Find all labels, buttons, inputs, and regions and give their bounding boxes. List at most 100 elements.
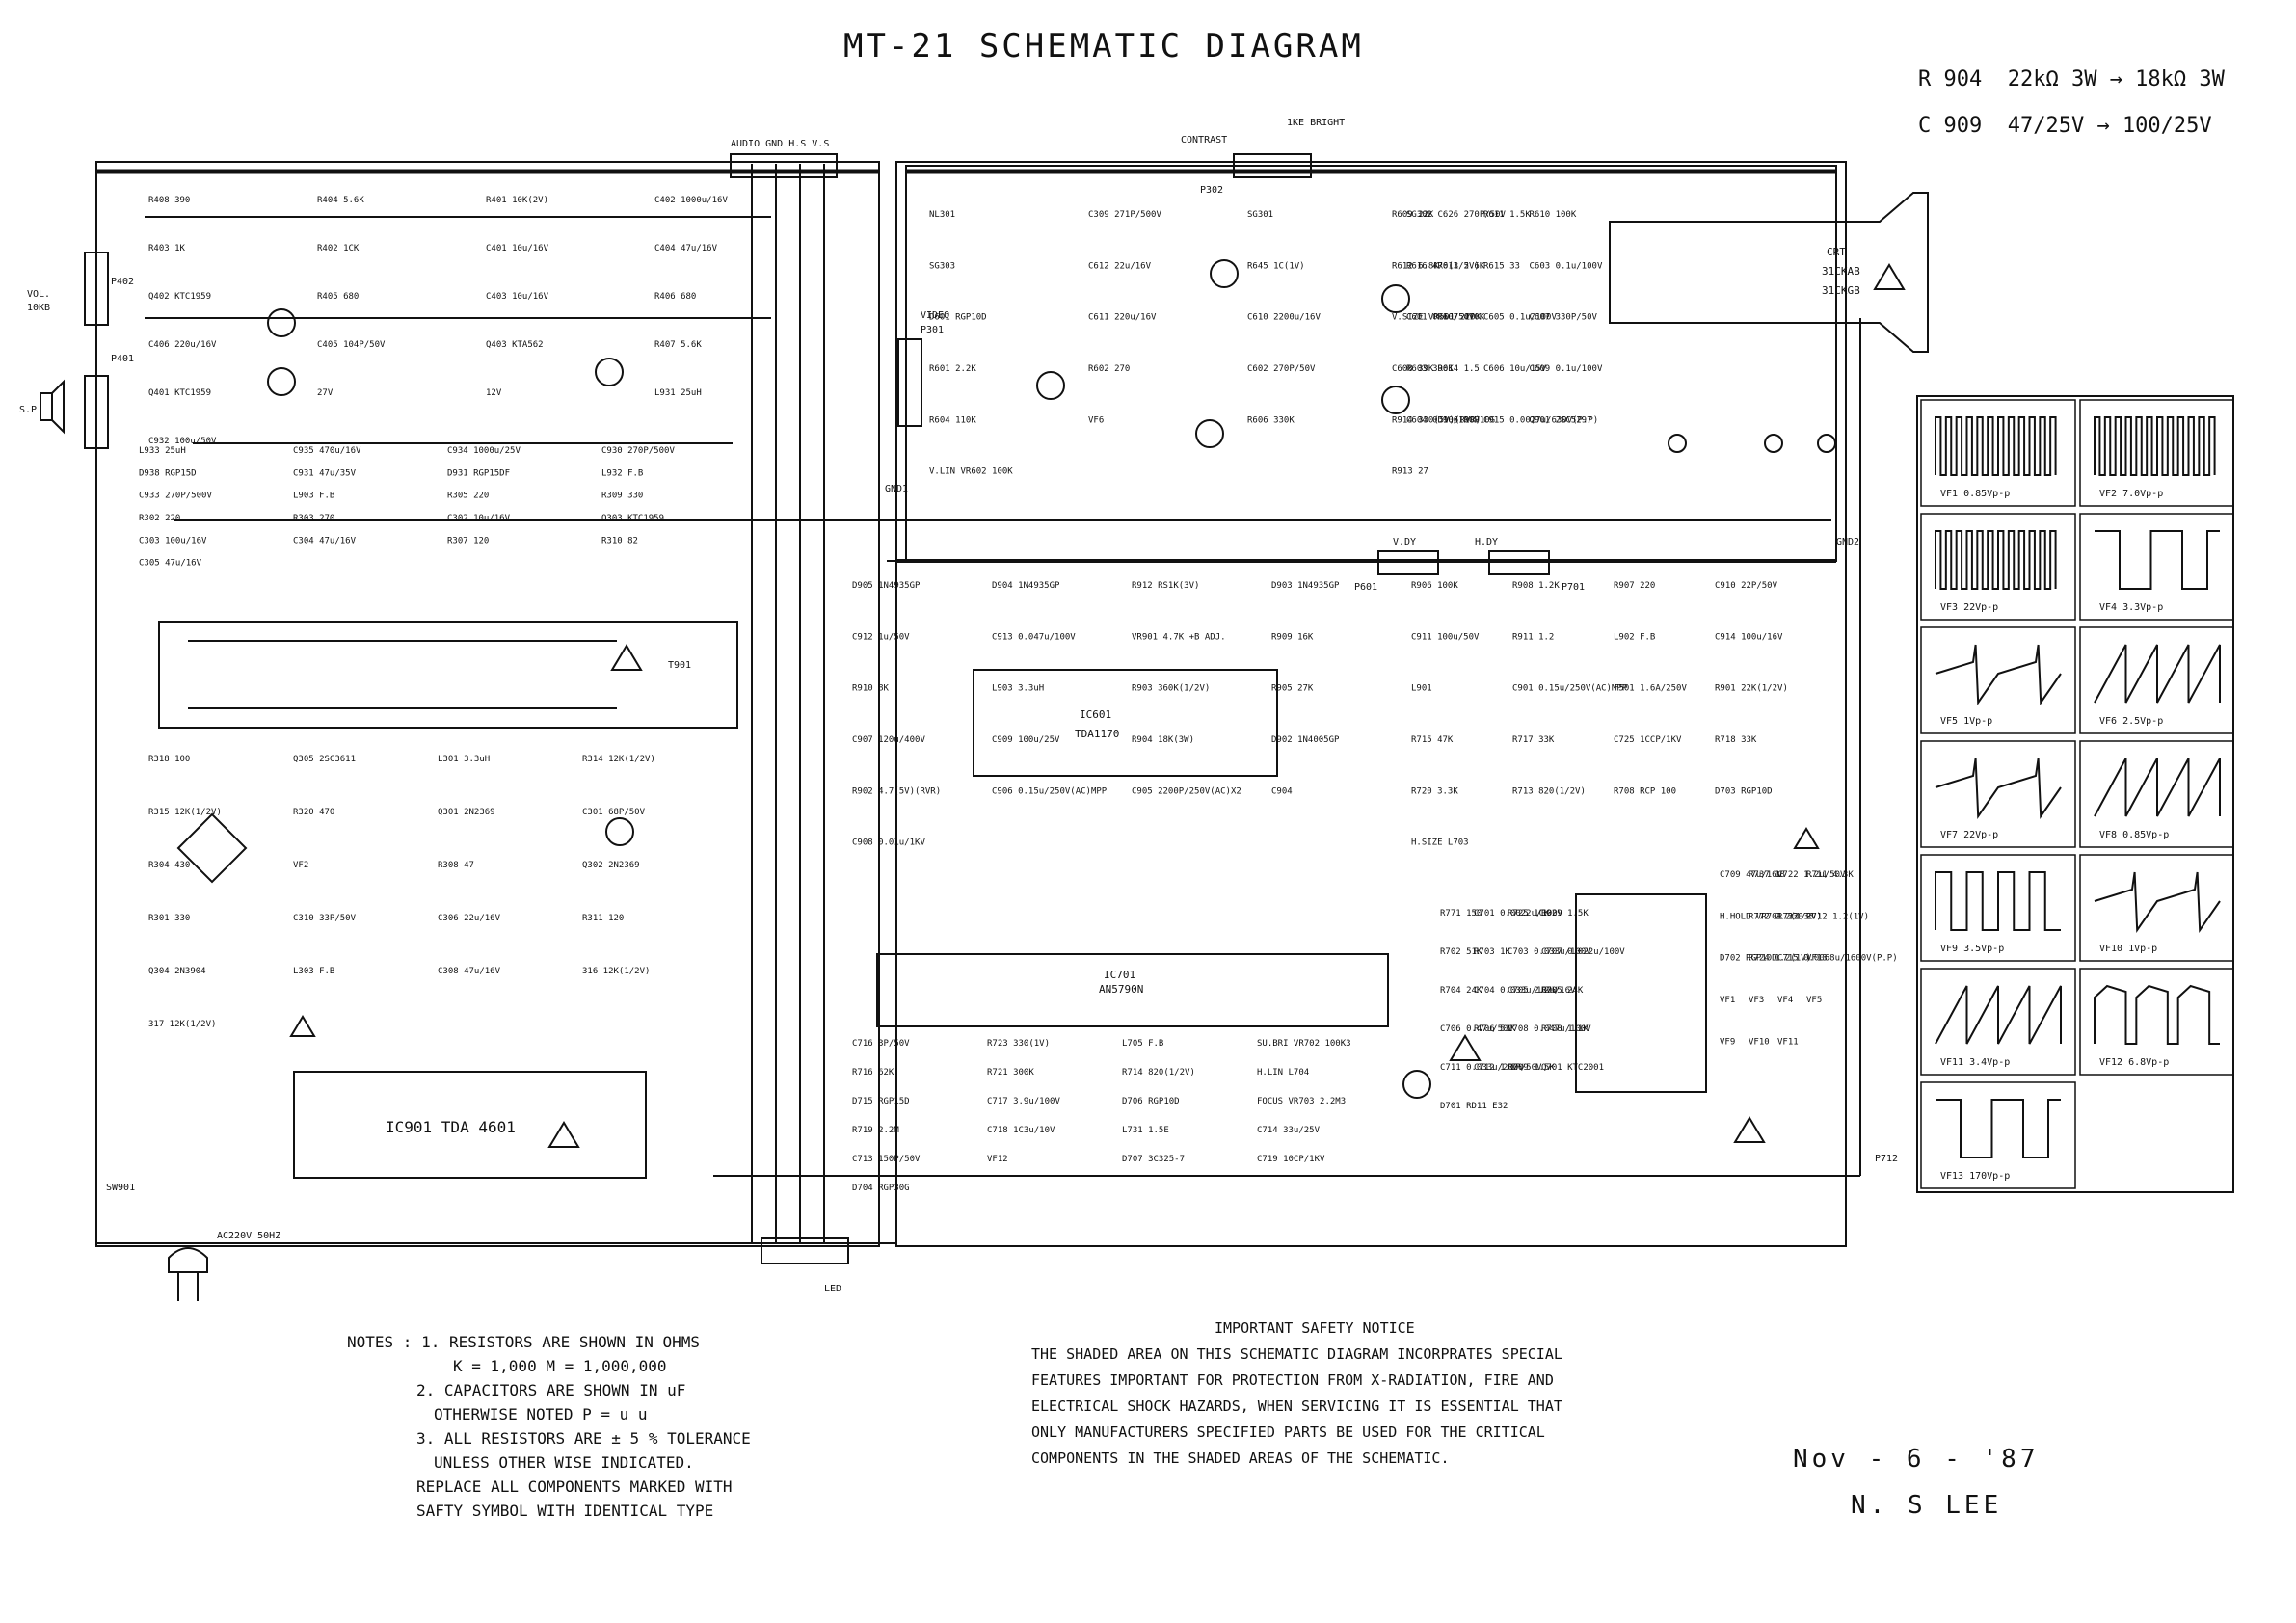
component-label: R719 2.2M [852, 1126, 899, 1135]
ic601-box [973, 669, 1278, 777]
component-label: C604 0.1u/100V [1406, 415, 1480, 425]
component-label: C716 3P/50V [852, 1039, 910, 1049]
component-label: D707 3C325-7 [1122, 1155, 1185, 1164]
component-label: R907 220 [1614, 581, 1655, 591]
waveform-label: VF12 6.8Vp-p [2099, 1057, 2169, 1068]
conn-gnd2-label: GND2 [1836, 537, 1859, 547]
component-label: C935 470u/16V [293, 446, 361, 456]
component-label: C309 271P/500V [1088, 210, 1161, 220]
component-label: C933 270P/500V [139, 492, 212, 501]
component-label: R616 470(1/2V) [1406, 261, 1480, 271]
component-label: R308 47 [438, 861, 474, 870]
component-label: C725 1CCP/1KV [1614, 735, 1682, 745]
waveform-label: VF5 1Vp-p [1940, 716, 1992, 727]
component-label: VF2 [293, 861, 308, 870]
component-label: C603 0.1u/100V [1530, 261, 1603, 271]
component-label: R906 100K [1411, 581, 1458, 591]
component-label: R311 120 [582, 914, 624, 923]
conn-led-label: LED [824, 1284, 841, 1294]
conn-bright-label: 1KE BRIGHT [1287, 118, 1345, 128]
component-label: R406 680 [654, 292, 696, 302]
svg-text:31CKGB: 31CKGB [1822, 284, 1860, 297]
waveform-vf13: VF13 170Vp-p [1920, 1081, 2076, 1189]
component-label: C910 22P/50V [1715, 581, 1778, 591]
component-label: R912 RS1K(3V) [1132, 581, 1199, 591]
component-label: C403 10u/16V [486, 292, 549, 302]
component-label: C626 270P/50V [1438, 210, 1507, 220]
component-label: R610 100K [1530, 210, 1577, 220]
signature-name: N. S LEE [1851, 1491, 2003, 1520]
component-label: C711 0.033u/200V [1440, 1063, 1524, 1073]
component-label: C701 0.0022u/100V [1474, 909, 1563, 918]
component-label: SG302 [1406, 210, 1432, 220]
component-label: R607 470K [1438, 313, 1485, 323]
svg-text:AN5790N: AN5790N [1099, 983, 1143, 996]
component-label: C704 0.033u/100V [1474, 986, 1558, 996]
component-label: L303 F.B [293, 967, 334, 976]
component-label: R302 220 [139, 514, 180, 523]
component-label: L932 F.B [601, 468, 643, 478]
component-label: C304 47u/16V [293, 536, 357, 545]
component-label: SG303 [929, 261, 955, 271]
waveform-label: VF13 170Vp-p [1940, 1171, 2010, 1182]
component-label: H.SIZE L703 [1411, 838, 1469, 848]
component-label: C611 220u/16V [1088, 313, 1157, 323]
ic701-label: IC701 [1104, 969, 1135, 981]
component-label: D715 RGP15D [852, 1097, 910, 1106]
safety-line-5: COMPONENTS IN THE SHADED AREAS OF THE SC… [1031, 1450, 1450, 1467]
safety-notice: IMPORTANT SAFETY NOTICE THE SHADED AREA … [1031, 1316, 1562, 1472]
component-label: C404 47u/16V [654, 244, 718, 253]
component-label: F501 1.6A/250V [1614, 684, 1687, 694]
waveform-label: VF3 22Vp-p [1940, 602, 1998, 613]
safety-notice-title: IMPORTANT SAFETY NOTICE [1215, 1319, 1415, 1337]
component-label: R712 1.2(1V) [1806, 912, 1869, 921]
conn-ac-label: AC220V 50HZ [217, 1231, 280, 1241]
waveform-label: VF2 7.0Vp-p [2099, 489, 2163, 499]
component-label: R721 300K [987, 1068, 1034, 1078]
component-label: L903 3.3uH [992, 684, 1044, 694]
waveform-vf8: VF8 0.85Vp-p [2079, 740, 2234, 848]
component-label: R315 12K(1/2V) [148, 808, 222, 817]
conn-p601-label: P601 [1354, 582, 1377, 593]
component-label: R614 1.5 [1438, 364, 1480, 374]
component-label: R611 1.5K [1483, 210, 1531, 220]
component-label: R407 5.6K [654, 340, 702, 350]
signature-date: Nov - 6 - '87 [1793, 1445, 2040, 1474]
component-label: R705 24K [1541, 986, 1584, 996]
waveform-label: VF11 3.4Vp-p [1940, 1057, 2010, 1068]
note-4: REPLACE ALL COMPONENTS MARKED WITH [416, 1477, 733, 1496]
component-label: R772 2.2(1/2V) [1749, 912, 1822, 921]
component-label: 12V [486, 388, 502, 398]
component-label: C303 100u/16V [139, 536, 207, 545]
component-label: VF6 [1088, 415, 1104, 425]
transformer-t901 [158, 621, 738, 729]
component-label: R718 33K [1715, 735, 1757, 745]
component-label: VF5 [1806, 996, 1822, 1005]
component-label: C912 1u/50V [852, 632, 910, 642]
component-label: C932 100u/50V [148, 437, 217, 446]
component-label: R604 110K [929, 415, 976, 425]
component-label: C606 10u/15V [1483, 364, 1547, 374]
component-label: Q701 KTC2001 [1541, 1063, 1604, 1073]
component-label: C707 0.022u/100V [1541, 947, 1625, 957]
component-label: R911 1.2 [1512, 632, 1554, 642]
signature-block: Nov - 6 - '87 N. S LEE [1793, 1436, 2040, 1529]
waveform-vf9: VF9 3.5Vp-p [1920, 854, 2076, 962]
component-label: C915 0.0027u/630V(P.P) [1483, 415, 1598, 425]
svg-text:TDA1170: TDA1170 [1075, 728, 1119, 740]
component-label: Q302 2N2369 [582, 861, 640, 870]
component-label: C602 270P/50V [1247, 364, 1316, 374]
component-label: H.LIN L704 [1257, 1068, 1309, 1078]
component-label: R606 330K [1247, 415, 1295, 425]
component-label: R913 27 [1392, 467, 1428, 477]
component-label: R615 33 [1483, 261, 1520, 271]
component-label: R716 62K [852, 1068, 894, 1078]
component-label: C908 0.01u/1KV [852, 838, 925, 848]
component-label: C607 330P/50V [1530, 313, 1598, 323]
component-label: L931 25uH [654, 388, 702, 398]
ic901-box [293, 1071, 647, 1179]
component-label: R724 1.2(1V) [1749, 954, 1811, 964]
component-label: C931 47u/35V [293, 468, 357, 478]
waveform-vf1: VF1 0.85Vp-p [1920, 399, 2076, 507]
component-label: R404 5.6K [317, 196, 364, 205]
